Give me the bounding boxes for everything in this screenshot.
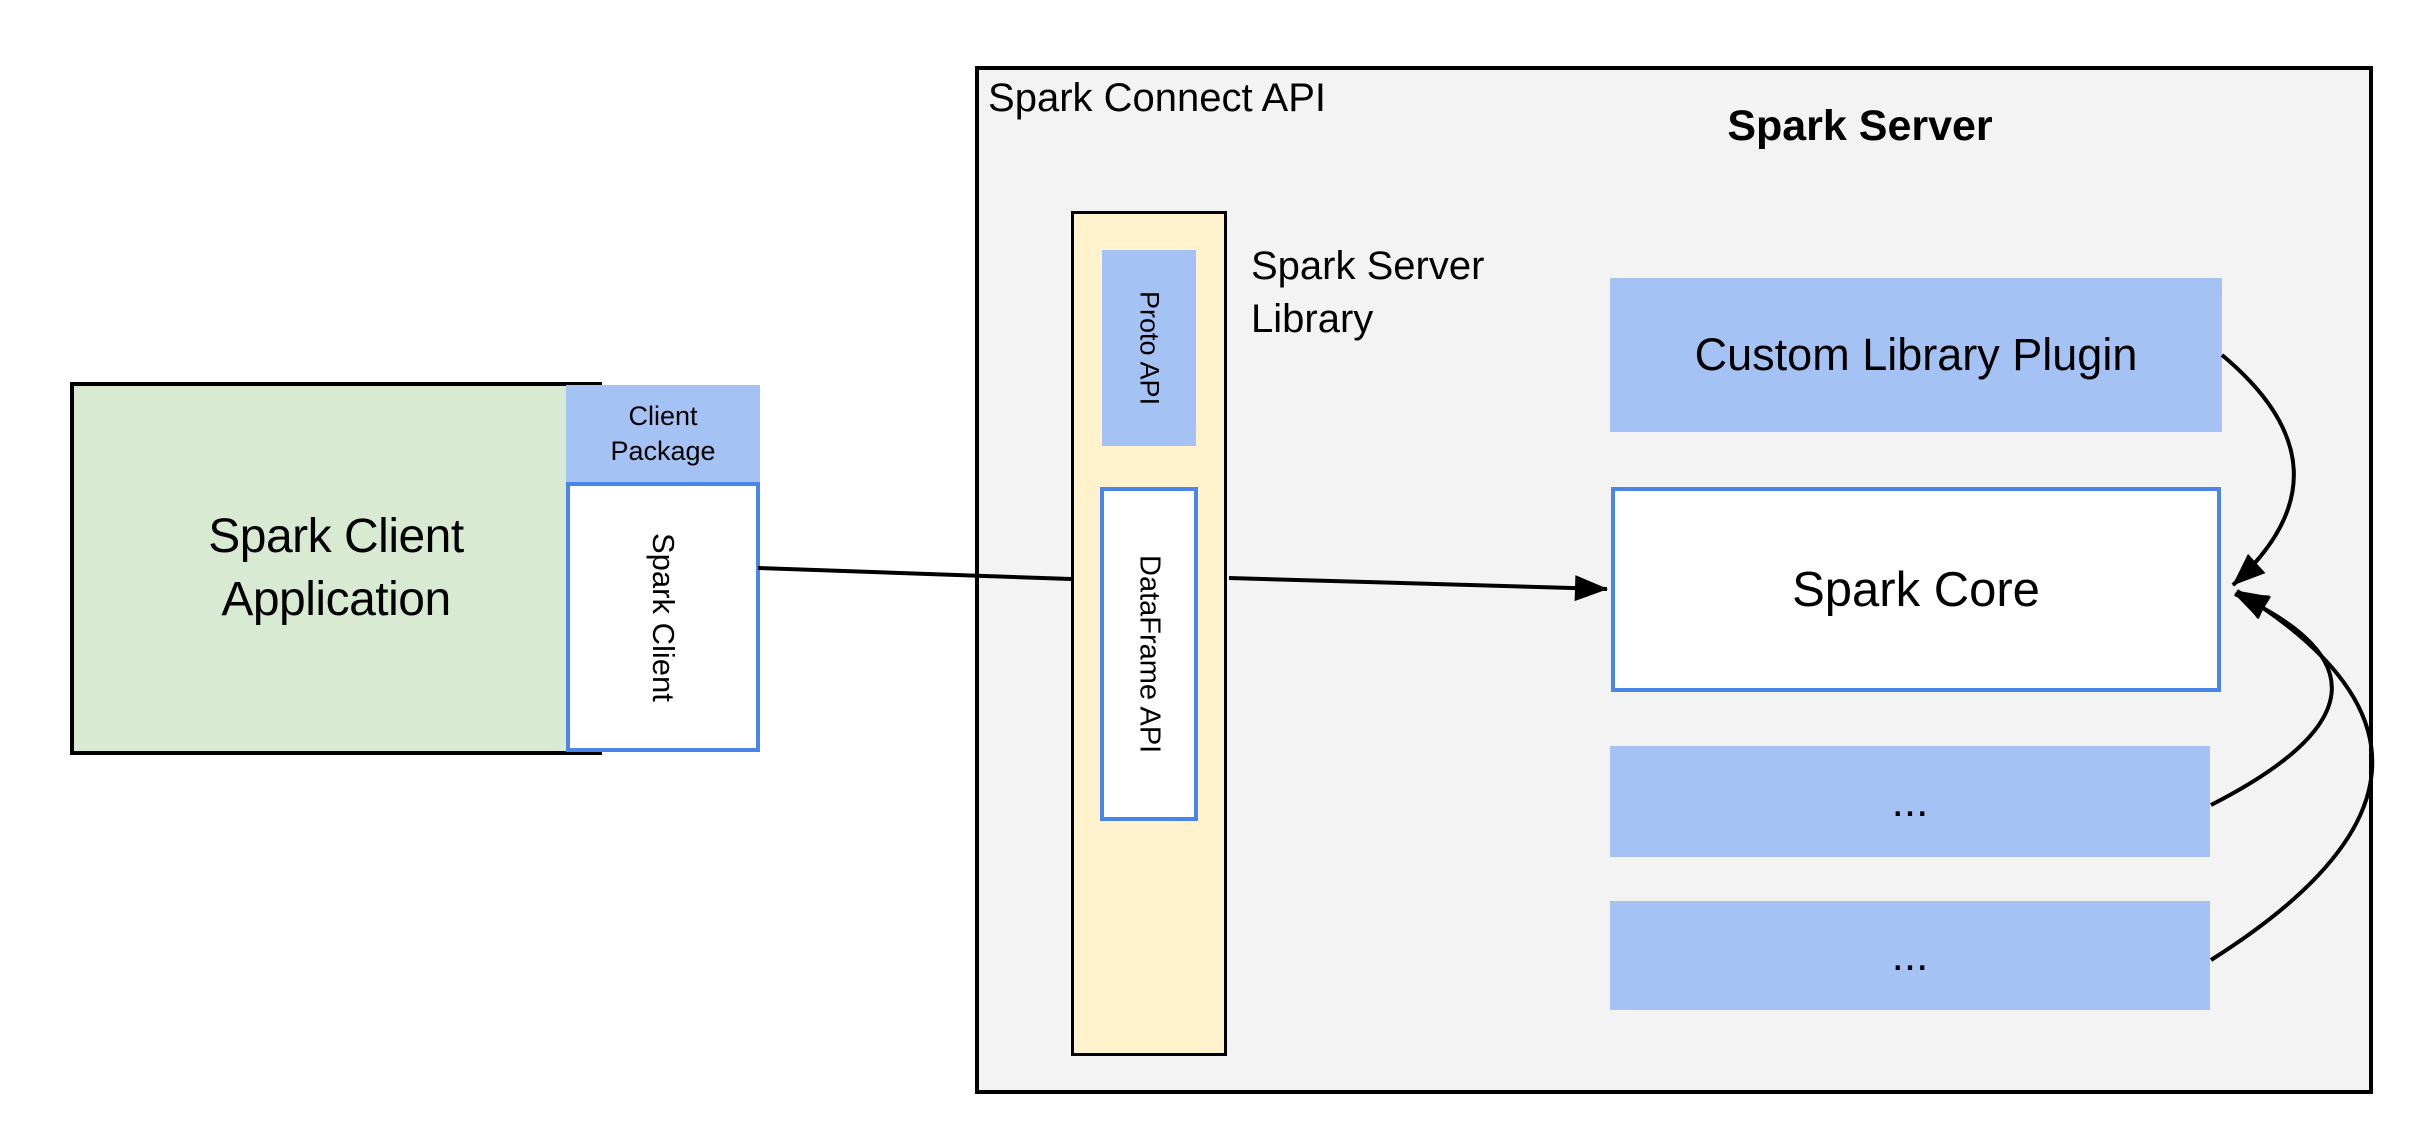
spark-client-application-box: Spark Client Application [70, 382, 602, 755]
more-plugins-label-1: ... [1891, 776, 1929, 826]
proto-api-label: Proto API [1134, 290, 1165, 406]
custom-library-plugin-label: Custom Library Plugin [1694, 329, 2138, 380]
more-plugins-box-1: ... [1610, 746, 2210, 857]
spark-client-application-label: Spark Client Application [208, 510, 464, 626]
client-package-label: Client Package [610, 400, 716, 466]
spark-client-label: Spark Client [646, 532, 681, 702]
spark-core-label: Spark Core [1792, 562, 2040, 617]
more-plugins-label-2: ... [1891, 930, 1929, 980]
dataframe-api-label: DataFrame API [1133, 554, 1166, 754]
dataframe-api-box: DataFrame API [1100, 487, 1198, 821]
spark-server-heading: Spark Server [1727, 102, 1993, 150]
spark-client-box: Spark Client [566, 482, 760, 752]
custom-library-plugin-box: Custom Library Plugin [1610, 278, 2222, 432]
spark-connect-api-heading: Spark Connect API [988, 76, 1326, 120]
client-package-box: Client Package [566, 385, 760, 482]
spark-server-library-label: Spark Server Library [1251, 244, 1485, 341]
proto-api-box: Proto API [1102, 250, 1196, 446]
spark-core-box: Spark Core [1611, 487, 2221, 692]
more-plugins-box-2: ... [1610, 901, 2210, 1010]
